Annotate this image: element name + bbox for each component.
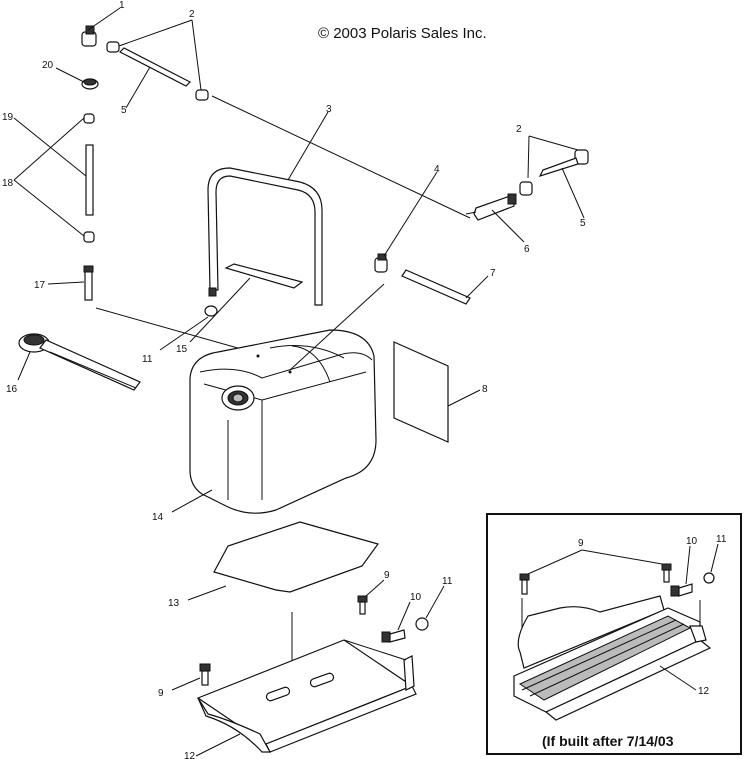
part-11-nut-main: [415, 585, 445, 631]
callout-20: 20: [42, 60, 54, 71]
callout-1: 1: [119, 0, 125, 11]
part-6-filter: [465, 193, 525, 243]
callout-2-top: 2: [189, 9, 195, 20]
callout-10-main: 10: [410, 592, 422, 603]
part-15-pad: [189, 263, 304, 343]
inset-bolt-10: [670, 545, 693, 597]
callout-13: 13: [168, 598, 180, 609]
callout-3: 3: [326, 104, 332, 115]
part-13-pad: [187, 521, 379, 601]
leader-line-2-6: [211, 95, 471, 219]
callout-7: 7: [490, 268, 496, 279]
callout-2-right: 2: [516, 124, 522, 135]
leader-line-17: [95, 307, 253, 353]
callout-17: 17: [34, 280, 46, 291]
part-2-caps-top: [106, 19, 209, 101]
part-12-tray: [195, 639, 417, 757]
part-4-fitting: [374, 171, 438, 273]
callout-14: 14: [152, 512, 164, 523]
part-7-strip: [401, 269, 489, 305]
callout-11-main: 11: [442, 576, 453, 587]
part-3-strap: [207, 111, 329, 306]
part-5-tube-top: [118, 47, 192, 109]
callout-19: 19: [2, 112, 14, 123]
callout-5-top: 5: [121, 105, 127, 116]
part-14-fuel-tank: [171, 283, 385, 514]
inset-callout-10: 10: [686, 536, 698, 547]
part-19-vent-tube: [13, 113, 95, 243]
part-10-bolt-main: [381, 601, 411, 643]
callout-18: 18: [2, 178, 14, 189]
callout-16: 16: [6, 384, 18, 395]
callout-4: 4: [434, 164, 440, 175]
callout-9-main: 9: [384, 570, 390, 581]
part-8-sheet: [393, 341, 481, 443]
callout-5-right: 5: [580, 218, 586, 229]
part-2-caps-right: [519, 135, 589, 196]
inset-part-12-tray: [513, 595, 712, 721]
part-5-tube-right: [538, 157, 585, 219]
part-11-nut: [159, 305, 218, 351]
callout-9-lower: 9: [158, 688, 164, 699]
part-1-fitting: [81, 7, 121, 47]
part-9-bolt-main: [357, 579, 385, 615]
part-20-clamp: [55, 67, 99, 90]
inset-callout-9: 9: [578, 538, 584, 549]
inset-callout-12: 12: [698, 686, 710, 697]
part-9-bolt-lower: [171, 663, 211, 691]
callout-12-main: 12: [184, 751, 196, 759]
copyright-text: © 2003 Polaris Sales Inc.: [318, 25, 487, 42]
inset-box: 9 10 11 12 (If built after 7/14/03: [486, 513, 742, 755]
part-16-fuel-cap-gauge: [17, 333, 141, 391]
callout-11: 11: [142, 354, 153, 365]
inset-nut-11: [703, 543, 719, 584]
callout-15: 15: [176, 344, 188, 355]
part-17-valve: [47, 265, 94, 301]
callout-6: 6: [524, 244, 530, 255]
inset-bolts-9: [519, 549, 672, 595]
callout-8: 8: [482, 384, 488, 395]
inset-callout-11: 11: [716, 534, 727, 545]
inset-note: (If built after 7/14/03: [542, 733, 674, 749]
